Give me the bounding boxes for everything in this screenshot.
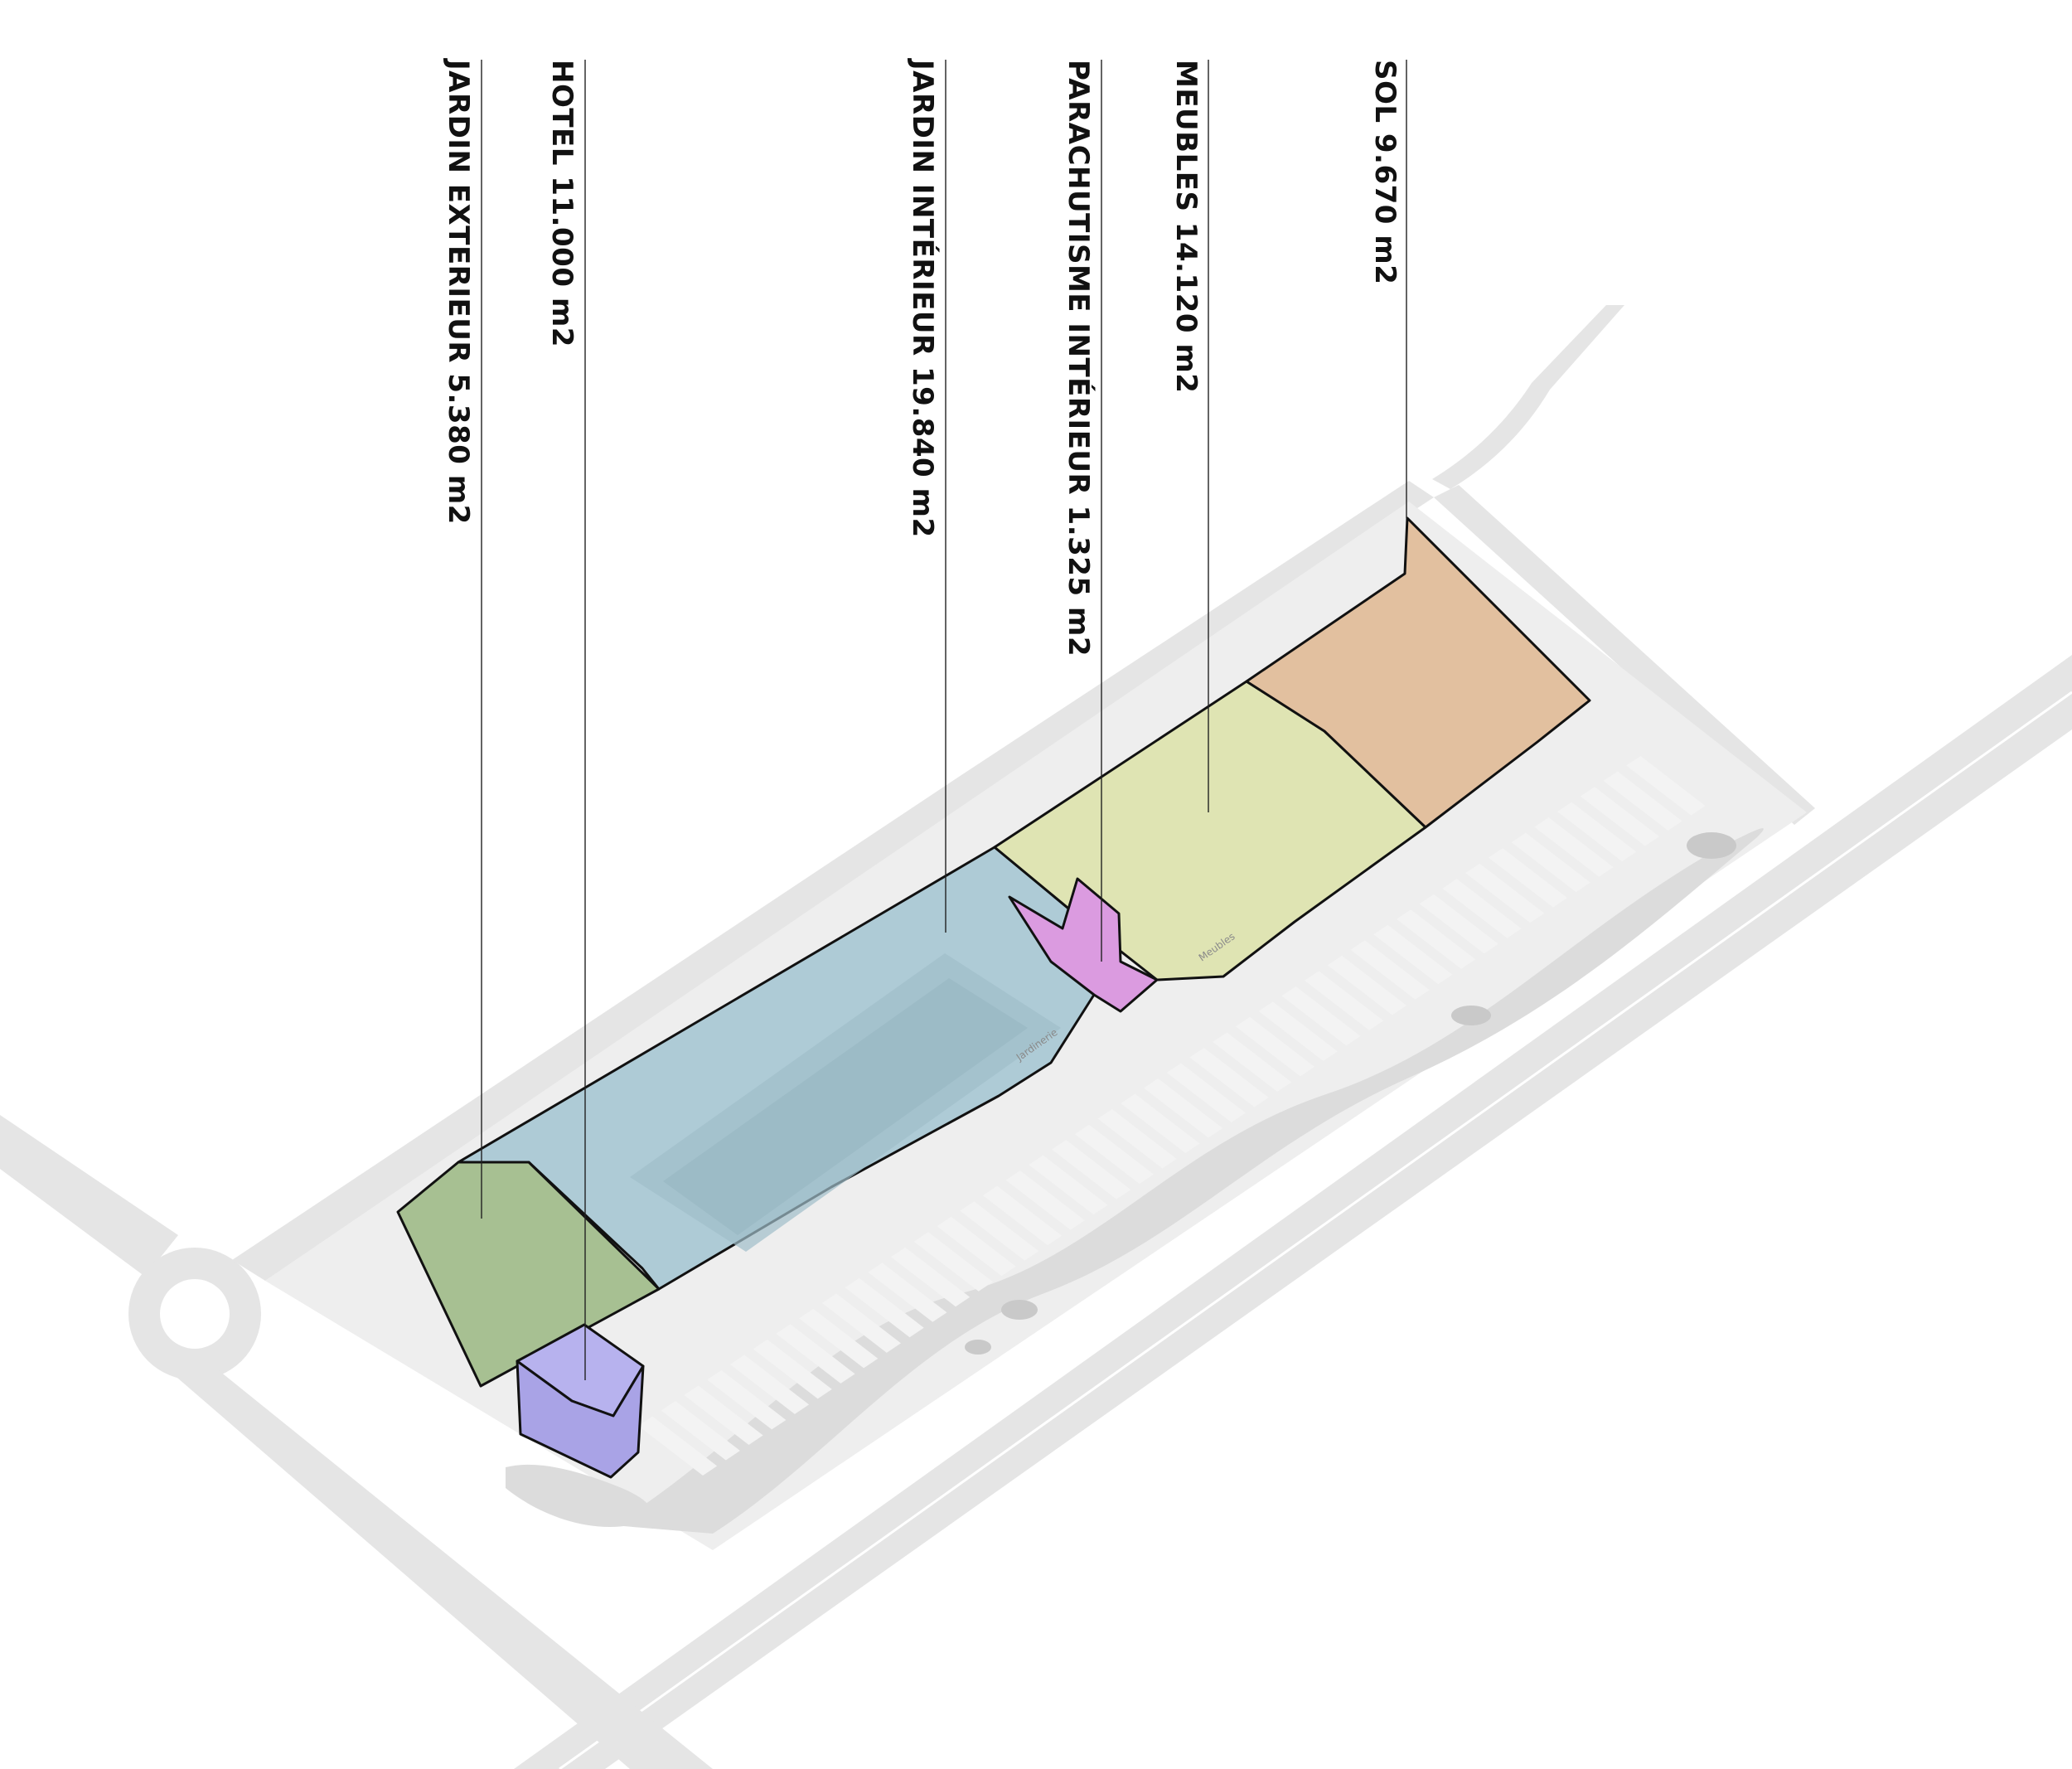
label-text-meubles: MEUBLES 14.120 m2 xyxy=(1169,60,1203,393)
parking-stall xyxy=(821,1293,902,1353)
label-sol: SOL 9.670 m2 xyxy=(1368,60,1407,518)
north-access-road xyxy=(232,481,1434,1281)
parking-stall xyxy=(1097,1109,1177,1169)
label-jardin-exterieur: JARDIN EXTERIEUR 5.380 m2 xyxy=(442,58,482,1219)
program-zones: Jardinerie Meubles xyxy=(396,516,1591,1479)
parking-lot xyxy=(638,756,1706,1476)
label-jardin-interieur: JARDIN INTÉRIEUR 19.840 m2 xyxy=(906,58,946,933)
parking-stall xyxy=(982,1185,1063,1246)
parking-stall xyxy=(1213,1032,1292,1092)
parking-stall xyxy=(1603,771,1682,831)
label-text-sol: SOL 9.670 m2 xyxy=(1368,60,1402,284)
landscape-pond-3 xyxy=(1001,1300,1038,1320)
parking-stall xyxy=(707,1369,787,1430)
parking-stall xyxy=(1511,832,1590,893)
parking-stall xyxy=(1074,1124,1155,1185)
parking-stall xyxy=(1029,1155,1108,1215)
parking-stall xyxy=(1281,986,1361,1046)
east-access-road xyxy=(1434,485,1815,825)
west-road xyxy=(0,1115,178,1277)
parking-stall xyxy=(937,1216,1016,1277)
parking-stall xyxy=(1534,817,1614,877)
parking-stall xyxy=(1189,1047,1269,1107)
parking-stall xyxy=(845,1277,924,1338)
label-text-jardin-interieur: JARDIN INTÉRIEUR 19.840 m2 xyxy=(906,58,940,538)
road-network xyxy=(0,305,2072,1769)
parking-stall xyxy=(1305,971,1384,1030)
parking-stall xyxy=(776,1324,855,1384)
highway-road xyxy=(514,655,2072,1769)
landscape-pond-4 xyxy=(965,1340,991,1355)
parking-stall xyxy=(638,1416,718,1476)
landscape-strip xyxy=(613,828,1764,1534)
zone-sol[interactable] xyxy=(1245,516,1591,829)
label-text-parachutisme: PARACHUTISME INTÉRIEUR 1.325 m2 xyxy=(1062,60,1096,657)
parking-stall xyxy=(1121,1093,1200,1154)
parking-stall xyxy=(1442,879,1522,938)
parking-stall xyxy=(1350,940,1430,1000)
parking-stall xyxy=(1397,909,1476,969)
hotel-forecourt xyxy=(506,1464,651,1527)
zone-jardin-exterieur[interactable] xyxy=(396,1161,661,1388)
parking-stall xyxy=(1626,756,1706,816)
parking-stall xyxy=(799,1308,879,1369)
parking-stall xyxy=(1144,1078,1223,1138)
northeast-curved-road xyxy=(1432,305,1624,489)
parking-stall xyxy=(1327,955,1407,1015)
label-text-jardin-exterieur: JARDIN EXTERIEUR 5.380 m2 xyxy=(442,58,475,525)
landscape-pond-2 xyxy=(1451,1006,1491,1025)
parking-stall xyxy=(1557,802,1637,862)
parking-stall xyxy=(729,1355,810,1414)
parking-stall xyxy=(1419,894,1498,954)
parking-stall xyxy=(1373,924,1453,985)
parking-stall xyxy=(868,1263,947,1322)
parking-stall xyxy=(1166,1063,1246,1122)
parking-stall xyxy=(1488,848,1568,908)
parking-stall xyxy=(1005,1170,1085,1230)
parking-stall xyxy=(960,1201,1039,1261)
parking-stall xyxy=(1235,1016,1315,1077)
parking-stall xyxy=(684,1385,763,1445)
parking-stall xyxy=(1580,787,1660,846)
landscape-pond-1 xyxy=(1687,832,1736,859)
label-text-hotel: HOTEL 11.000 m2 xyxy=(545,60,579,347)
label-hotel: HOTEL 11.000 m2 xyxy=(545,60,586,1380)
jardin-interieur-basin-inner xyxy=(663,978,1028,1235)
highway-lane-line xyxy=(559,691,2072,1769)
parking-stall xyxy=(1258,1001,1338,1061)
parking-stall xyxy=(753,1339,832,1399)
zone-hotel[interactable] xyxy=(516,1359,645,1479)
parking-stall xyxy=(1052,1140,1131,1200)
south-road xyxy=(166,1368,713,1769)
parking-stall xyxy=(913,1232,993,1292)
parking-stall xyxy=(661,1400,740,1461)
parking-stall xyxy=(1465,863,1545,923)
label-meubles: MEUBLES 14.120 m2 xyxy=(1169,60,1209,812)
zone-parachutisme[interactable] xyxy=(1008,877,1159,1013)
parking-stall xyxy=(891,1247,971,1307)
roundabout-island xyxy=(160,1279,230,1349)
label-parachutisme: PARACHUTISME INTÉRIEUR 1.325 m2 xyxy=(1062,60,1102,962)
zone-labels: SOL 9.670 m2 MEUBLES 14.120 m2 PARACHUTI… xyxy=(442,58,1407,1380)
